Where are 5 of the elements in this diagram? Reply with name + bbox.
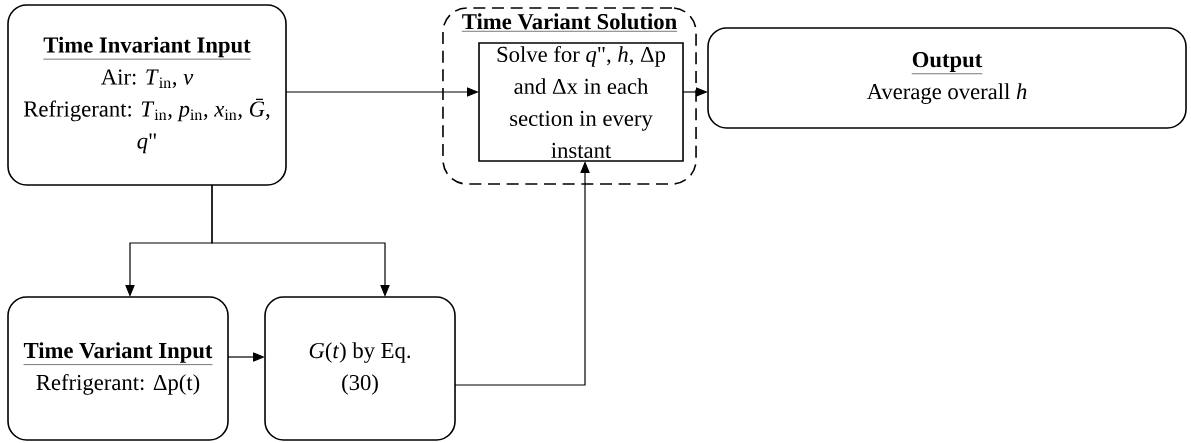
process-box: Output Average overall h [707,27,1187,129]
process-box: Time Variant Input Refrigerant: Δp(t) [7,296,229,441]
process-box: Time Invariant Input Air: T$_{in}$, v Refrigerant: T$_{in}$, p$_{in}$, x$_{in}$, Ḡ, q" [7,4,287,186]
process-box: G(t) by Eq. (30) [264,296,456,441]
process-box: Solve for q", h, Δp and Δx in each section in every instant [478,42,684,162]
